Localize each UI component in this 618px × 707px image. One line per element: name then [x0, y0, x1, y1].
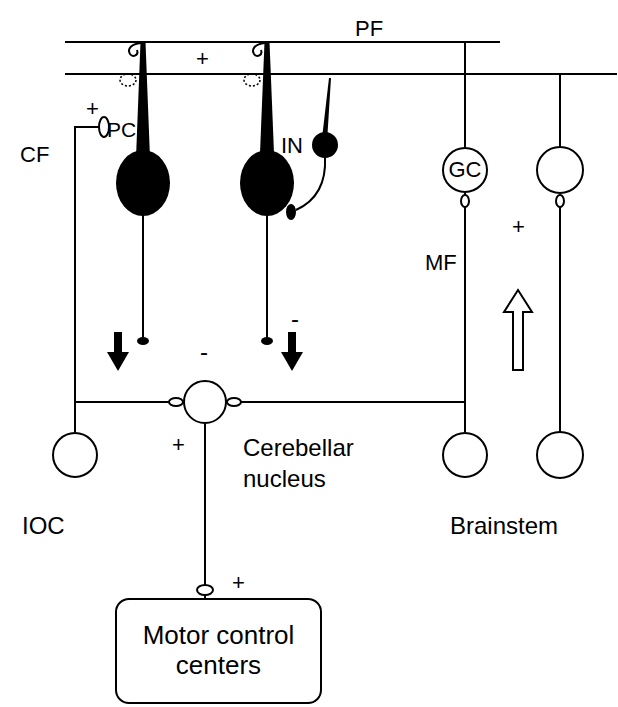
parallel-fiber	[65, 73, 617, 75]
process-box: Motor control centers	[115, 598, 322, 704]
cell-body	[184, 381, 226, 423]
fiber-connector	[204, 424, 206, 598]
text-anchor: PC	[107, 118, 136, 142]
dotted-synapse	[244, 74, 260, 86]
text-anchor: +	[86, 96, 99, 121]
neuron-circle: Cerebellar nucleus	[183, 380, 227, 424]
parallel-fiber	[65, 41, 500, 43]
text-anchor: Cerebellar nucleus	[243, 432, 368, 494]
axon-terminal	[137, 337, 149, 345]
node-label: Cerebellar nucleus	[243, 432, 368, 494]
fiber-connector	[75, 402, 183, 432]
arrow-head	[107, 352, 129, 371]
node-outline	[442, 432, 488, 478]
node-label: Brainstem	[450, 512, 558, 540]
cell-body	[53, 433, 97, 477]
node-label: IOC	[22, 512, 65, 540]
text-anchor: PF	[355, 16, 383, 41]
sign-label: +	[86, 96, 99, 121]
sign-label: +	[232, 570, 245, 595]
node-outline	[183, 380, 227, 424]
synapse-terminal	[197, 585, 213, 595]
synapse-terminal	[461, 195, 469, 207]
text-anchor: -	[200, 338, 208, 366]
granule-axon	[559, 74, 561, 147]
neuron-circle: GC	[442, 147, 488, 193]
dendrite	[260, 42, 274, 153]
text-anchor: -	[291, 305, 299, 333]
granule-cell	[537, 147, 583, 193]
synaptic-terminals	[99, 117, 564, 595]
synapse-terminal	[227, 398, 241, 406]
sign-label: -	[200, 338, 208, 366]
axon-terminal	[286, 204, 296, 220]
axon	[296, 157, 325, 210]
node-label: Motor control centers	[125, 621, 312, 681]
fiber-connector	[227, 402, 465, 432]
neuron-circle: IN	[312, 132, 338, 158]
sign-label: +	[196, 46, 209, 71]
black-arrows	[107, 332, 303, 371]
synapse-terminal	[169, 398, 183, 406]
text-anchor: +	[512, 214, 525, 239]
cell-body	[443, 148, 487, 192]
synapse-hook	[129, 43, 141, 56]
text-anchor: +	[172, 432, 185, 457]
granule-axon	[464, 42, 466, 147]
axon	[142, 214, 144, 338]
mossy-fiber	[559, 207, 561, 432]
node-label: GC	[449, 157, 482, 182]
node-label: PC	[107, 118, 136, 142]
sign-label: PF	[355, 16, 383, 41]
dotted-synapse	[120, 74, 136, 86]
text-anchor: +	[232, 570, 245, 595]
hollow-arrow	[504, 290, 532, 370]
arrow-head	[281, 352, 303, 371]
soma	[240, 150, 294, 216]
sign-label: +	[512, 214, 525, 239]
synapse-terminal	[556, 195, 564, 207]
fiber-connector	[464, 193, 466, 432]
second-purkinje-cell	[240, 42, 294, 216]
dendrite	[323, 78, 332, 134]
text-anchor: IN	[281, 133, 303, 158]
text-anchor: Motor control centers	[117, 600, 320, 702]
second-mossy-pathway	[537, 147, 583, 478]
sign-label: MF	[425, 250, 457, 275]
arrow-shaft	[288, 332, 296, 354]
cell-body	[116, 150, 170, 216]
purkinje-cell: PC	[100, 40, 172, 217]
text-anchor: GC	[442, 147, 488, 193]
dendrite	[136, 42, 150, 158]
cell-body	[443, 433, 487, 477]
neuron-circle: IOC	[52, 432, 98, 478]
brainstem-cell	[537, 432, 583, 478]
text-anchor: Brainstem	[450, 512, 558, 540]
arrow-shaft	[114, 332, 122, 354]
sign-label: CF	[20, 142, 49, 167]
sign-label: +	[172, 432, 185, 457]
sign-label: -	[291, 305, 299, 333]
axon-terminal	[261, 337, 273, 345]
purkinje-axons	[143, 214, 267, 338]
text-anchor: MF	[425, 250, 457, 275]
fiber-connector	[75, 127, 100, 432]
text-anchor: CF	[20, 142, 49, 167]
neuron-circle: Brainstem	[442, 432, 488, 478]
axon	[266, 214, 268, 338]
synapse-hook	[253, 43, 265, 56]
text-anchor: +	[196, 46, 209, 71]
text-anchor: IOC	[22, 512, 65, 540]
node-outline	[312, 132, 338, 158]
node-label: IN	[281, 133, 303, 158]
cell-body	[313, 133, 337, 157]
node-outline	[52, 432, 98, 478]
